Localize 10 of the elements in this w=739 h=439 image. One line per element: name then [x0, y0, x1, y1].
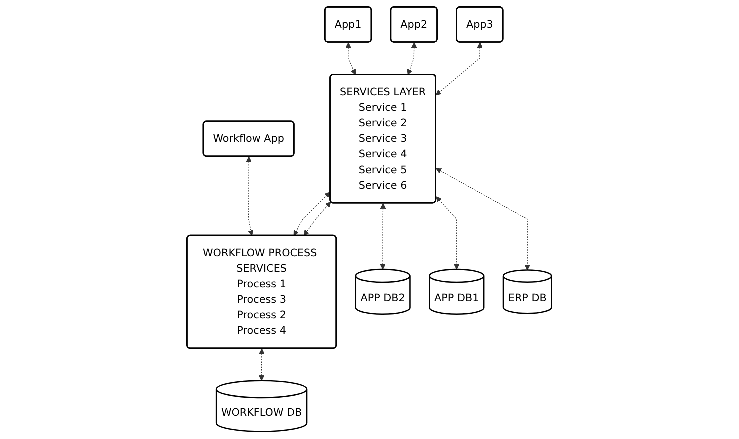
arrow — [294, 192, 331, 236]
arrow — [436, 196, 460, 270]
arrow — [304, 202, 332, 236]
arrow — [259, 348, 265, 382]
arrow — [380, 203, 386, 270]
arrow — [436, 168, 530, 271]
arrow — [436, 42, 484, 96]
arrow — [246, 156, 254, 236]
arrow — [346, 42, 356, 76]
arrow — [407, 42, 418, 76]
